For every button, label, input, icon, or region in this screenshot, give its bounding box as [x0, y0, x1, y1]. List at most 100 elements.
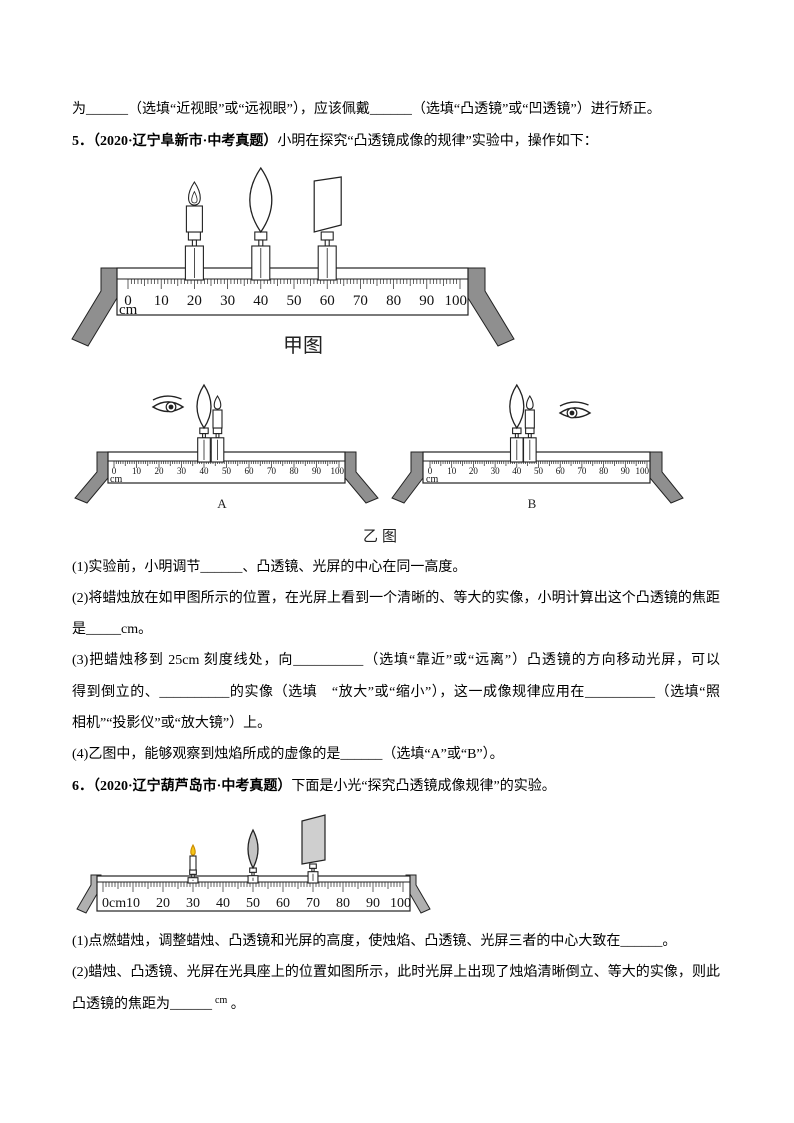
ruler-scale-label: 30 — [186, 896, 200, 911]
candle-body — [524, 409, 535, 429]
ruler-tick-marks — [102, 882, 404, 892]
ruler-scale-label: 10 — [126, 896, 140, 911]
ruler-scale-label: 70 — [306, 896, 320, 911]
convex-lens — [247, 828, 259, 870]
lens-holder — [247, 867, 259, 884]
q6-part-2-line-2: 凸透镜的焦距为______cm 。 — [72, 995, 245, 1014]
ruler-scale-label: 100 — [390, 896, 411, 911]
left-support-leg — [71, 267, 118, 347]
ruler-scale-label: 30 — [177, 466, 187, 476]
ruler-scale-label: 100 — [636, 466, 650, 476]
ruler-scale-label: 70 — [267, 466, 277, 476]
ruler-scale-label: 10 — [154, 293, 169, 309]
screen-holder — [317, 231, 337, 281]
ruler-scale-label: 80 — [336, 896, 350, 911]
eye-icon — [558, 401, 592, 419]
figure-jia-caption: 甲图 — [283, 335, 323, 357]
ruler-scale-label: 60 — [245, 466, 255, 476]
holder-clamp — [212, 427, 223, 435]
ruler-scale-label: 10 — [132, 466, 142, 476]
figure-yi-panel-a-label: A — [217, 496, 227, 511]
candle-inner-flame — [191, 190, 198, 204]
q5-part-1: (1)实验前，小明调节______、凸透镜、光屏的中心在同一高度。 — [72, 560, 467, 575]
lens-holder — [251, 231, 271, 281]
left-support-leg — [76, 874, 102, 914]
ruler-scale-label: 40 — [216, 896, 230, 911]
q5-stem: 小明在探究“凸透镜成像的规律”实验中，操作如下： — [277, 134, 598, 149]
eye-pupil — [569, 410, 575, 416]
holder-clamp — [189, 869, 197, 875]
holder-stem — [191, 239, 197, 247]
q6-part-2-unit: cm — [215, 995, 228, 1006]
holder-stem — [202, 433, 206, 439]
candle-holder — [522, 427, 537, 463]
ruler-scale-label: 40 — [512, 466, 522, 476]
candle — [524, 394, 535, 429]
ruler-scale-label: 50 — [222, 466, 232, 476]
ruler-scale-label: 20 — [469, 466, 479, 476]
q6-source: 6．（2020·辽宁葫芦岛市·中考真题） — [72, 779, 292, 794]
ruler-scale-label: 20 — [155, 466, 165, 476]
q6-header-line: 6．（2020·辽宁葫芦岛市·中考真题）下面是小光“探究凸透镜成像规律”的实验。 — [72, 778, 556, 796]
candle — [212, 394, 223, 429]
ruler-scale-label: 80 — [290, 466, 300, 476]
holder-stem — [215, 433, 220, 439]
holder-clamp — [254, 231, 268, 241]
eye-pupil — [168, 404, 174, 410]
light-screen — [313, 176, 342, 233]
candle-flame — [188, 181, 201, 206]
q5-part-2-line-1: (2)将蜡烛放在如甲图所示的位置，在光屏上看到一个清晰的、等大的实像，小明计算出… — [72, 591, 720, 606]
ruler-scale-label: 40 — [253, 293, 268, 309]
ruler-tick-marks — [127, 279, 461, 289]
ruler-scale-label: 90 — [621, 466, 631, 476]
ruler-scale-label: 70 — [577, 466, 587, 476]
left-support-leg — [74, 451, 109, 504]
ruler-scale-label: 0cm — [102, 896, 126, 911]
eyebrow — [559, 401, 589, 407]
ruler-scale-label: 0 — [112, 466, 117, 476]
left-support-leg — [391, 451, 424, 504]
holder-clamp — [309, 863, 317, 869]
right-support-leg — [649, 451, 684, 504]
screen-holder — [307, 863, 319, 884]
ruler-scale-label: 0 — [428, 466, 433, 476]
candle-flame — [525, 394, 534, 410]
light-screen — [301, 814, 326, 865]
ruler-scale-label: 50 — [287, 293, 302, 309]
q6-stem: 下面是小光“探究凸透镜成像规律”的实验。 — [291, 779, 556, 794]
candle — [189, 843, 197, 871]
holder-clamp — [320, 231, 334, 241]
candle-body — [189, 855, 197, 871]
candle-holder — [184, 231, 204, 281]
ruler-body — [116, 267, 469, 316]
q5-part-3-line-3: 相机”“投影仪”或“放大镜”）上。 — [72, 716, 272, 731]
ruler-scale-label: 100 — [331, 466, 345, 476]
ruler-unit-label: cm — [110, 474, 122, 485]
eyebrow — [152, 395, 182, 401]
ruler-scale-label: 20 — [187, 293, 202, 309]
ruler-scale-label: 80 — [386, 293, 401, 309]
ruler-scale-label: 50 — [246, 896, 260, 911]
ruler-scale-label: 0 — [124, 293, 132, 309]
q6-part-2-end: 。 — [227, 997, 245, 1012]
ruler-unit-label: cm — [426, 474, 438, 485]
q5-header-line: 5．（2020·辽宁阜新市·中考真题）小明在探究“凸透镜成像的规律”实验中，操作… — [72, 133, 598, 151]
ruler-scale-label: 80 — [599, 466, 609, 476]
eye-icon — [151, 395, 185, 413]
holder-stem — [258, 239, 264, 247]
holder-stem — [324, 239, 330, 247]
figure-yi-caption: 乙图 — [363, 528, 401, 545]
ruler-scale-label: 90 — [366, 896, 380, 911]
ruler-scale-label: 10 — [447, 466, 457, 476]
right-support-leg — [467, 267, 515, 347]
ruler-scale-label: 30 — [220, 293, 235, 309]
right-support-leg — [344, 451, 379, 504]
q5-part-2-line-2: 是_____cm。 — [72, 622, 153, 637]
lens-holder — [197, 427, 211, 463]
ruler-scale-label: 30 — [491, 466, 501, 476]
convex-lens — [196, 383, 212, 430]
